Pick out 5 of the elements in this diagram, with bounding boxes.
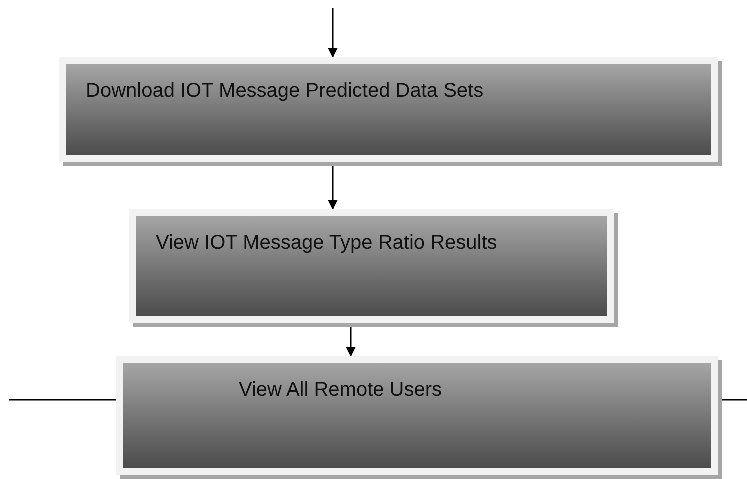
line	[9, 399, 116, 401]
box-label: View IOT Message Type Ratio Results	[156, 231, 498, 256]
box-label: View All Remote Users	[239, 378, 444, 403]
box-label: Download IOT Message Predicted Data Sets	[86, 79, 485, 104]
arrow	[328, 8, 338, 58]
